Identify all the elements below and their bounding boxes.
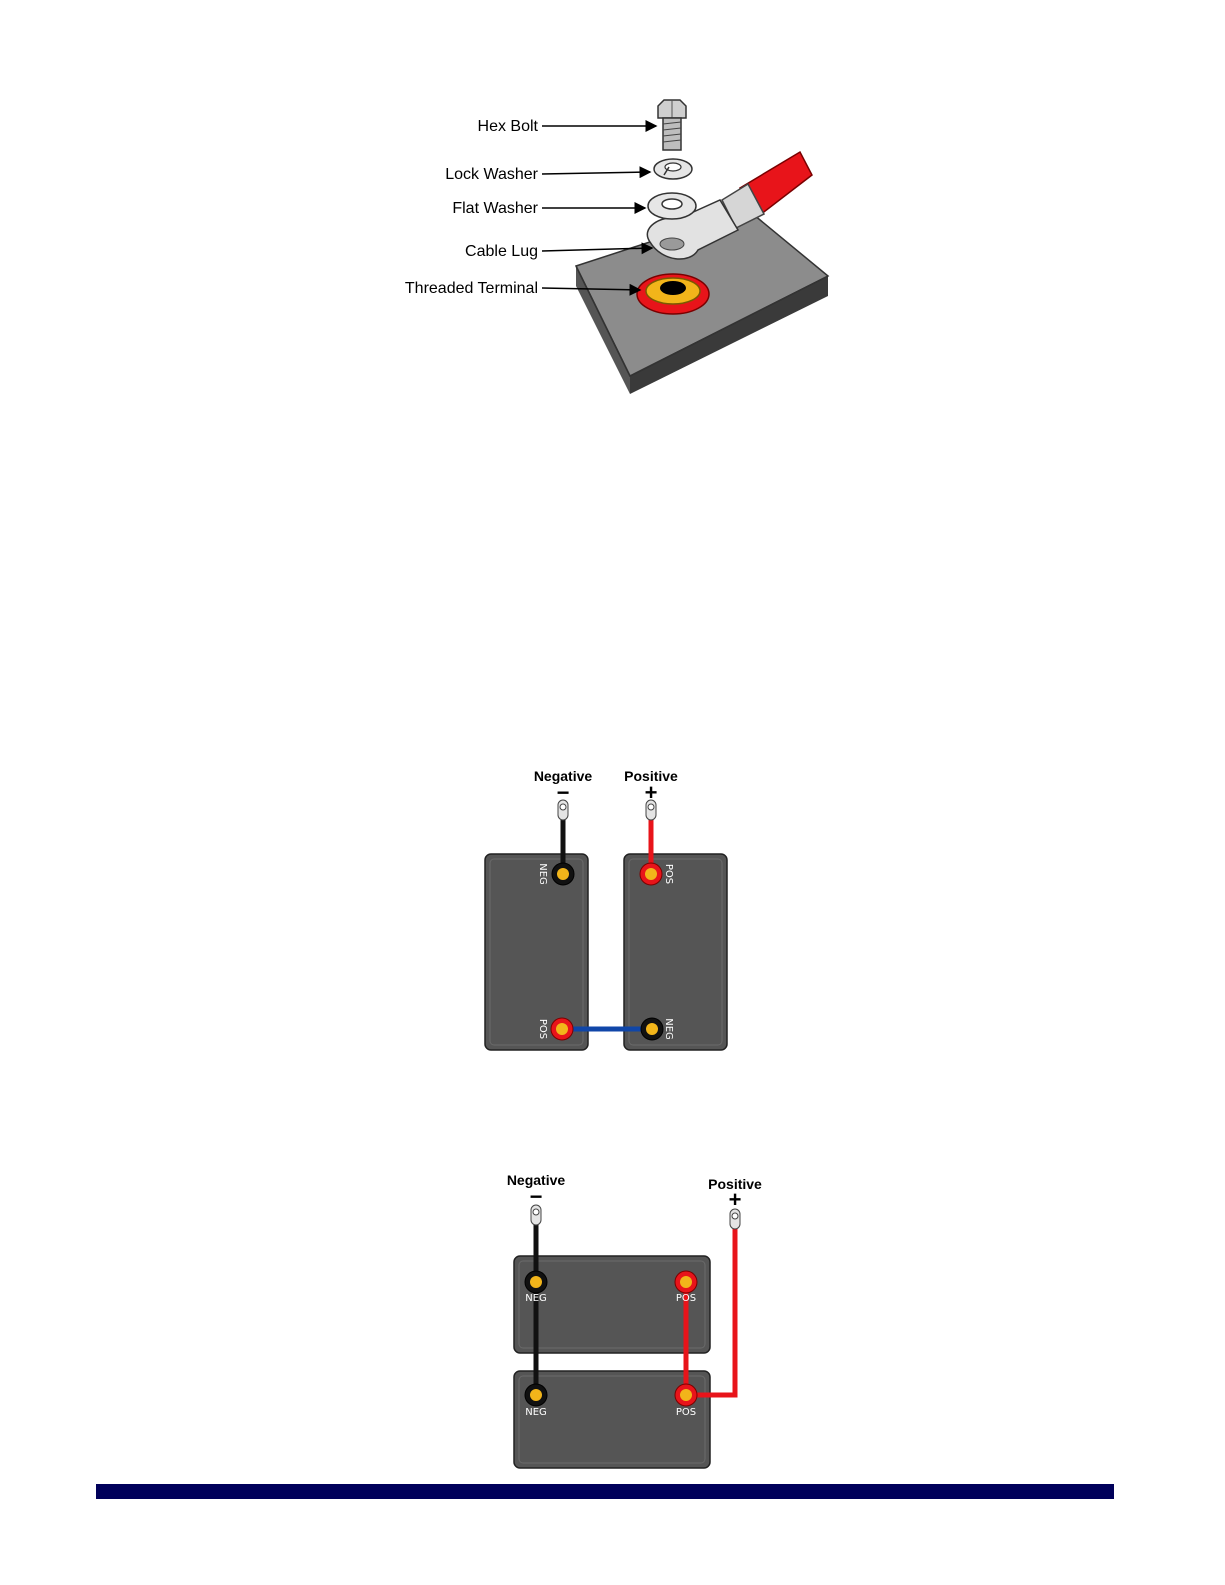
parallel-top-battery (514, 1256, 710, 1353)
parallel-bottom-neg-terminal (525, 1384, 547, 1406)
parallel-bottom-left-terminal-label: NEG (525, 1407, 547, 1418)
label-lock-washer: Lock Washer (445, 166, 538, 183)
series-right-bottom-terminal-label: NEG (663, 1018, 674, 1040)
label-hex-bolt: Hex Bolt (478, 118, 539, 135)
arrow-lock-washer (542, 172, 650, 174)
series-left-top-terminal (552, 863, 574, 885)
parallel-negative-label: Negative (507, 1172, 566, 1188)
parallel-top-left-terminal-label: NEG (525, 1293, 547, 1304)
parallel-positive-lug-icon (730, 1209, 740, 1229)
series-negative-lug-icon (558, 800, 568, 820)
parallel-negative-lug-icon (531, 1205, 541, 1225)
series-positive-symbol: + (645, 780, 658, 805)
hex-bolt-icon (658, 100, 686, 150)
parallel-positive-symbol: + (729, 1187, 742, 1212)
parallel-bottom-pos-terminal (675, 1384, 697, 1406)
parallel-positive-label: Positive (708, 1176, 762, 1192)
label-cable-lug: Cable Lug (465, 243, 538, 260)
series-left-battery (485, 854, 588, 1050)
terminal-hardware-diagram: Hex Bolt Lock Washer Flat Washer Cable L… (0, 0, 1225, 420)
parallel-top-pos-terminal (675, 1271, 697, 1293)
parallel-negative-symbol: − (530, 1184, 543, 1209)
threaded-terminal-icon (637, 274, 709, 314)
series-left-bottom-terminal (551, 1018, 573, 1040)
series-positive-label: Positive (624, 768, 678, 784)
series-right-battery (624, 854, 727, 1050)
series-negative-label: Negative (534, 768, 593, 784)
series-right-bottom-terminal (641, 1018, 663, 1040)
lock-washer-icon (654, 159, 692, 179)
series-right-top-terminal (640, 863, 662, 885)
parallel-positive-cable (686, 1226, 735, 1395)
flat-washer-icon (648, 193, 696, 219)
series-negative-symbol: − (557, 780, 570, 805)
series-right-top-terminal-label: POS (663, 864, 674, 884)
parallel-top-right-terminal-label: POS (676, 1293, 696, 1304)
label-flat-washer: Flat Washer (452, 200, 538, 217)
series-left-top-terminal-label: NEG (537, 863, 548, 885)
parallel-bottom-battery (514, 1371, 710, 1468)
series-left-bottom-terminal-label: POS (537, 1019, 548, 1039)
label-threaded-terminal: Threaded Terminal (405, 280, 538, 297)
footer-bar (96, 1484, 1114, 1499)
parallel-top-neg-terminal (525, 1271, 547, 1293)
series-positive-lug-icon (646, 800, 656, 820)
parallel-bottom-right-terminal-label: POS (676, 1407, 696, 1418)
